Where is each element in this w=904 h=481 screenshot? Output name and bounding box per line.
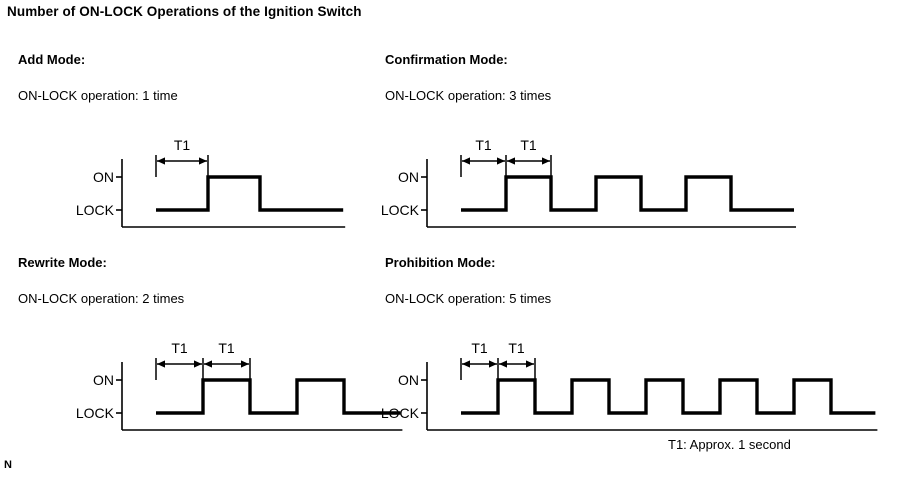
panel-subtitle-add-mode: ON-LOCK operation: 1 time [18, 88, 178, 103]
panel-subtitle-confirmation-mode: ON-LOCK operation: 3 times [385, 88, 552, 103]
dim-label-t1: T1 [475, 137, 492, 153]
panel-title-confirmation-mode: Confirmation Mode: [385, 52, 508, 67]
pulse-trace [460, 378, 876, 415]
dim-arrowhead-right [198, 157, 207, 165]
waveform-prohibition-mode: ON LOCK T1 T1 [381, 336, 883, 436]
dim-arrowhead-left [156, 157, 165, 165]
dim-arrowhead-left [203, 360, 212, 368]
dim-arrowhead-right [525, 360, 534, 368]
dim-label-t1: T1 [171, 340, 188, 356]
axis-label-lock: LOCK [381, 405, 420, 421]
panel-confirmation-mode: Confirmation Mode: [385, 52, 508, 67]
panel-title-rewrite-mode: Rewrite Mode: [18, 255, 107, 270]
waveform-add-mode: ON LOCK T1 [76, 133, 351, 233]
dim-arrowhead-left [461, 360, 470, 368]
panel-subtitle-prohibition-mode-wrap: ON-LOCK operation: 5 times [385, 291, 551, 306]
axis-label-on: ON [398, 169, 419, 185]
panel-title-prohibition-mode: Prohibition Mode: [385, 255, 496, 270]
dim-arrowhead-right [542, 157, 550, 165]
dim-arrowhead-right [193, 360, 202, 368]
axis-label-lock: LOCK [76, 405, 115, 421]
panel-rewrite-mode: Rewrite Mode: [18, 255, 107, 270]
dim-arrowhead-left [156, 360, 165, 368]
panel-subtitle-confirmation-mode-wrap: ON-LOCK operation: 3 times [385, 88, 551, 103]
axis-label-on: ON [398, 372, 419, 388]
dim-arrowhead-left [507, 157, 515, 165]
dim-label-t1: T1 [174, 137, 191, 153]
corner-mark: N [4, 459, 12, 471]
waveform-confirmation-mode: ON LOCK T1 T1 [381, 133, 802, 233]
panel-subtitle-rewrite-mode: ON-LOCK operation: 2 times [18, 291, 185, 306]
panel-subtitle-add-mode-wrap: ON-LOCK operation: 1 time [18, 88, 178, 103]
panel-prohibition-mode: Prohibition Mode: [385, 255, 495, 270]
panel-subtitle-rewrite-mode-wrap: ON-LOCK operation: 2 times [18, 291, 184, 306]
dim-arrowhead-left [498, 360, 507, 368]
dim-arrowhead-right [488, 360, 497, 368]
dim-label-t1: T1 [508, 340, 525, 356]
panel-add-mode: Add Mode: [18, 52, 85, 67]
pulse-trace [461, 175, 794, 212]
dim-arrowhead-left [462, 157, 470, 165]
dim-arrowhead-right [497, 157, 505, 165]
dim-label-t1: T1 [471, 340, 488, 356]
axis-label-on: ON [93, 372, 114, 388]
axis-label-on: ON [93, 169, 114, 185]
dim-label-t1: T1 [218, 340, 235, 356]
page-title: Number of ON-LOCK Operations of the Igni… [7, 4, 362, 19]
dim-label-t1: T1 [520, 137, 537, 153]
waveform-rewrite-mode: ON LOCK T1 T1 [76, 336, 408, 436]
pulse-trace [155, 378, 401, 415]
pulse-trace [155, 175, 344, 212]
dim-arrowhead-right [240, 360, 249, 368]
axis-label-lock: LOCK [76, 202, 115, 218]
panel-title-add-mode: Add Mode: [18, 52, 86, 67]
axis-label-lock: LOCK [381, 202, 420, 218]
panel-subtitle-prohibition-mode: ON-LOCK operation: 5 times [385, 291, 552, 306]
footer-note-t1: T1: Approx. 1 second [668, 437, 791, 452]
